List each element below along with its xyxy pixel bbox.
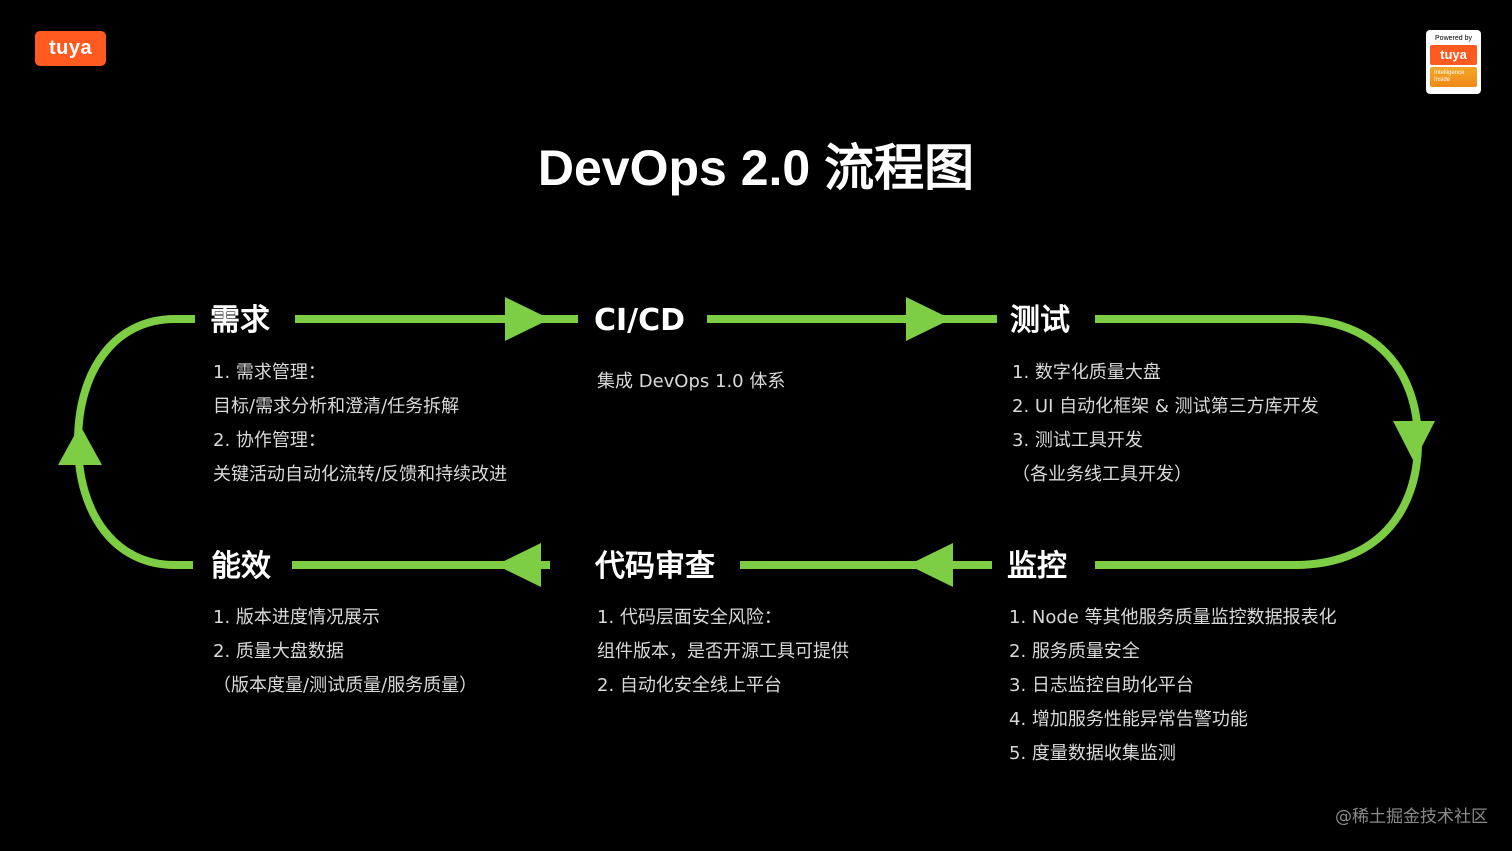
arrowhead-up-left bbox=[58, 425, 102, 465]
badge-tagline-2: Inside bbox=[1434, 77, 1451, 83]
cicd-item: 集成 DevOps 1.0 体系 bbox=[597, 371, 786, 392]
efficiency-item: 2. 质量大盘数据 bbox=[213, 641, 344, 662]
node-efficiency-label: 能效 bbox=[211, 549, 271, 584]
watermark: @稀土掘金技术社区 bbox=[1335, 807, 1488, 827]
node-monitor-label: 监控 bbox=[1007, 549, 1067, 584]
efficiency-item: 1. 版本进度情况展示 bbox=[213, 607, 380, 628]
tuya-logo: tuya bbox=[35, 31, 106, 66]
demand-item: 2. 协作管理： bbox=[213, 430, 326, 451]
powered-by-tuya-badge: Powered by tuya Intelligence Inside bbox=[1426, 30, 1481, 94]
tuya-logo-text: tuya bbox=[48, 37, 93, 59]
cicd-description: 集成 DevOps 1.0 体系 bbox=[597, 365, 785, 399]
monitor-item: 5. 度量数据收集监测 bbox=[1009, 743, 1176, 764]
page-title: DevOps 2.0 流程图 bbox=[537, 140, 975, 196]
badge-tagline: Intelligence Inside bbox=[1430, 67, 1477, 87]
node-test-label: 测试 bbox=[1010, 303, 1070, 338]
arrowhead-down-right bbox=[1393, 421, 1435, 462]
monitor-item: 3. 日志监控自助化平台 bbox=[1009, 675, 1194, 696]
demand-description: 1. 需求管理： 目标/需求分析和澄清/任务拆解 2. 协作管理： 关键活动自动… bbox=[213, 356, 507, 492]
badge-tagline-1: Intelligence bbox=[1434, 70, 1465, 76]
efficiency-description: 1. 版本进度情况展示 2. 质量大盘数据 （版本度量/测试质量/服务质量） bbox=[213, 601, 477, 703]
arrowhead-to-review bbox=[908, 543, 953, 587]
monitor-item: 4. 增加服务性能异常告警功能 bbox=[1009, 709, 1248, 730]
demand-item: 关键活动自动化流转/反馈和持续改进 bbox=[213, 464, 508, 485]
demand-item: 目标/需求分析和澄清/任务拆解 bbox=[213, 396, 460, 417]
review-item: 2. 自动化安全线上平台 bbox=[597, 675, 782, 696]
node-cicd-label: CI/CD bbox=[594, 303, 686, 338]
monitor-item: 1. Node 等其他服务质量监控数据报表化 bbox=[1009, 607, 1337, 628]
powered-by-text: Powered by bbox=[1435, 35, 1472, 42]
monitor-item: 2. 服务质量安全 bbox=[1009, 641, 1140, 662]
arrowhead-to-test bbox=[906, 297, 951, 341]
test-description: 1. 数字化质量大盘 2. UI 自动化框架 & 测试第三方库开发 3. 测试工… bbox=[1012, 356, 1319, 492]
demand-item: 1. 需求管理： bbox=[213, 362, 326, 383]
arrowhead-to-cicd bbox=[505, 297, 550, 341]
arrowhead-to-efficiency bbox=[496, 543, 541, 587]
badge-brand: tuya bbox=[1430, 45, 1477, 65]
test-item: （各业务线工具开发） bbox=[1012, 464, 1192, 485]
efficiency-item: （版本度量/测试质量/服务质量） bbox=[213, 675, 478, 696]
monitor-description: 1. Node 等其他服务质量监控数据报表化 2. 服务质量安全 3. 日志监控… bbox=[1009, 601, 1337, 771]
review-item: 组件版本，是否开源工具可提供 bbox=[597, 641, 849, 662]
node-review-label: 代码审查 bbox=[595, 549, 715, 584]
connector-efficiency-demand bbox=[73, 315, 195, 569]
review-item: 1. 代码层面安全风险： bbox=[597, 607, 782, 628]
test-item: 2. UI 自动化框架 & 测试第三方库开发 bbox=[1012, 396, 1319, 417]
test-item: 3. 测试工具开发 bbox=[1012, 430, 1143, 451]
review-description: 1. 代码层面安全风险： 组件版本，是否开源工具可提供 2. 自动化安全线上平台 bbox=[597, 601, 849, 703]
test-item: 1. 数字化质量大盘 bbox=[1012, 362, 1161, 383]
node-demand-label: 需求 bbox=[210, 303, 270, 338]
